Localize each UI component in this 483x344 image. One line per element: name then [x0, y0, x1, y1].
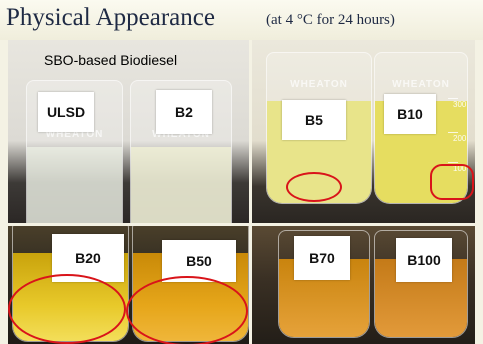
highlight-b10-bottom	[430, 164, 474, 200]
highlight-b50-crystals	[126, 276, 248, 344]
liquid-ulsd	[27, 147, 122, 223]
beaker-brand-ulsd: WHEATON	[45, 129, 104, 140]
beaker-b2: WHEATON	[130, 80, 232, 223]
label-ulsd: ULSD	[38, 92, 94, 132]
graduation-300: 300	[453, 100, 467, 109]
beaker-brand-b2: WHEATON	[152, 129, 210, 140]
title-bar: Physical Appearance (at 4 °C for 24 hour…	[0, 0, 483, 40]
label-b10: B10	[384, 94, 436, 134]
graduation-tick-300	[448, 98, 458, 99]
liquid-b2	[131, 147, 231, 223]
photo-ulsd-b2: WHEATON WHEATON ULSD B2	[8, 40, 249, 223]
graduation-tick-200	[448, 132, 458, 133]
photo-b5-b10: WHEATON WHEATON 300 200 100 B5 B10	[252, 40, 475, 223]
label-b70: B70	[294, 236, 350, 280]
slide-title: Physical Appearance	[6, 4, 215, 31]
highlight-b5-sediment	[286, 172, 342, 202]
label-b2: B2	[156, 90, 212, 134]
graduation-100: 100	[453, 164, 467, 173]
label-b100: B100	[396, 238, 452, 282]
beaker-brand-b5: WHEATON	[290, 79, 348, 90]
label-b50: B50	[162, 240, 236, 282]
caption-sbo-biodiesel: SBO-based Biodiesel	[44, 52, 178, 68]
graduation-200: 200	[453, 134, 467, 143]
label-b5: B5	[282, 100, 346, 140]
beaker-b70	[278, 230, 370, 338]
photo-b70-b100: B70 B100	[252, 226, 475, 344]
slide-subtitle: (at 4 °C for 24 hours)	[266, 12, 395, 28]
highlight-b20-crystals	[8, 274, 126, 344]
beaker-brand-b10: WHEATON	[392, 79, 450, 90]
photo-b20-b50: B20 B50	[8, 226, 249, 344]
graduation-tick-100	[448, 162, 458, 163]
